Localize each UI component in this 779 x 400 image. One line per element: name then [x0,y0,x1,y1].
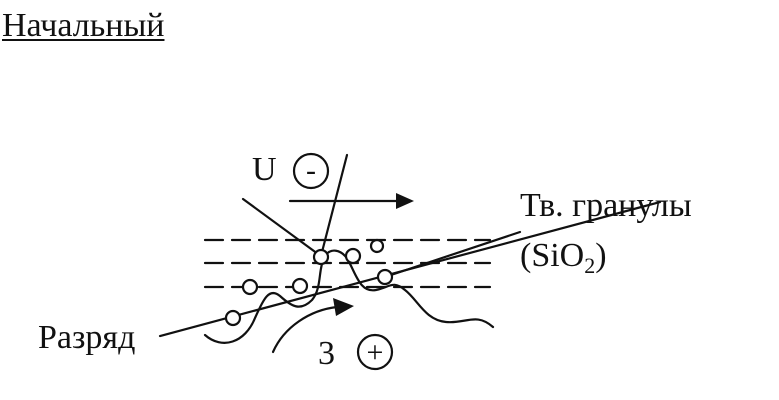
granule [376,268,394,286]
plus-sign: + [366,336,384,369]
sio2-subscript: 2 [584,253,596,278]
granule [312,248,330,266]
granules [224,238,394,327]
potential-label: U [252,151,277,188]
minus-sign: - [306,154,316,187]
heading-title: Начальный [2,7,165,44]
ground-label: 3 [318,335,335,372]
wavy-surface [203,249,495,344]
discharge-label: Разряд [38,319,136,356]
flow-arrow-curve [271,305,339,354]
sio2-suffix: ) [595,237,607,274]
granule [224,309,242,327]
granules-label: Тв. гранулы [520,187,692,224]
u-leader-line [241,197,320,256]
sio2-leader-line [383,230,522,279]
plus-circle [356,333,394,371]
granule [241,278,259,296]
granule [344,247,362,265]
granule [369,238,385,254]
sio2-prefix: (SiO [520,237,585,274]
minus-leader-line [320,153,349,254]
granule [291,277,309,295]
flow-arrow-head [333,298,354,316]
sio2-label: (SiO2) [520,236,607,286]
minus-circle [292,152,330,190]
right-arrow [288,193,414,209]
dashed-layer-lines [203,238,492,289]
